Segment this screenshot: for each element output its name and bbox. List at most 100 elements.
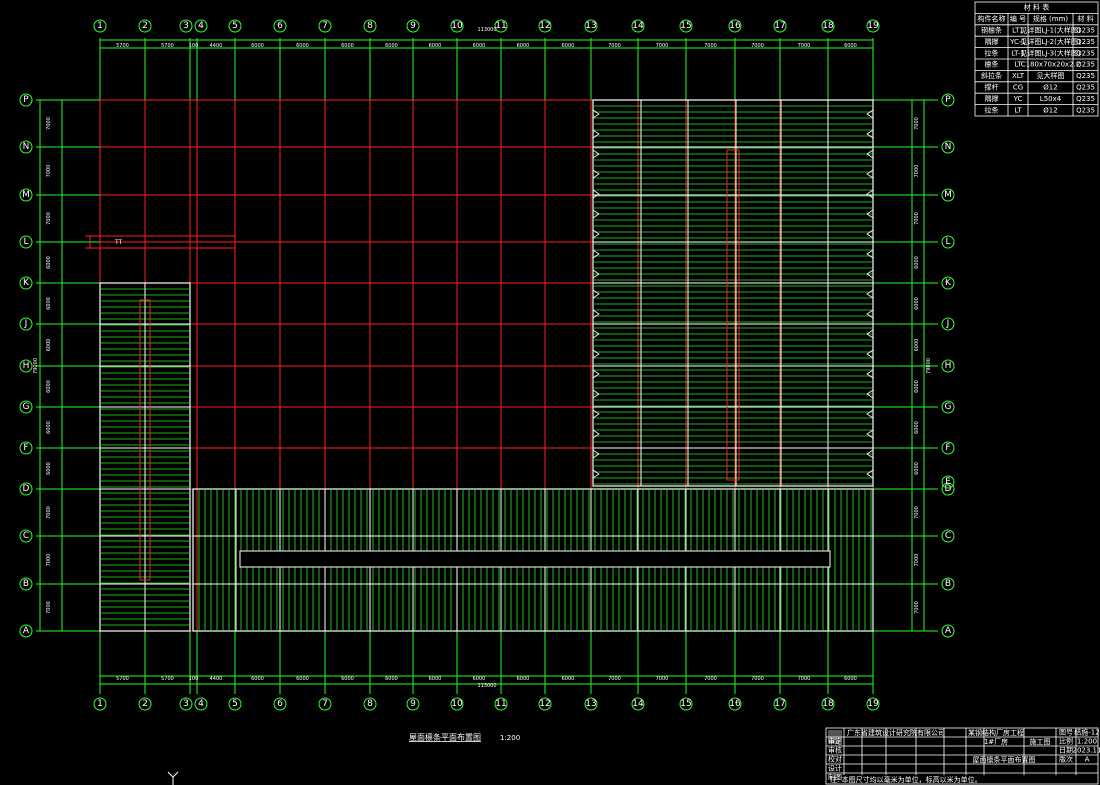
row-spacing-label: 7000: [46, 506, 52, 519]
axis-bubble: [866, 19, 880, 33]
col-spacing-label: 7000: [751, 43, 764, 49]
label-near-l: TT: [114, 239, 123, 246]
axis-bubble: [941, 482, 955, 496]
material-table-cell: LT1: [1012, 27, 1024, 35]
col-spacing-label: 5700: [161, 43, 174, 49]
axis-bubble: [631, 19, 645, 33]
axis-bubble: [584, 697, 598, 711]
axis-bubble-label: 18: [822, 21, 834, 31]
axis-bubble-label: K: [945, 278, 952, 288]
axis-bubble-label: 11: [495, 699, 506, 709]
col-spacing-label: 6000: [429, 676, 442, 682]
axis-bubble-label: B: [945, 579, 951, 589]
drawing-name: 屋面檩条平面布置图: [973, 755, 1036, 764]
axis-bubble-label: 9: [410, 699, 416, 709]
row-spacing-label: 6000: [914, 421, 920, 434]
axis-bubble-label: G: [23, 402, 30, 412]
material-table-cell: Q235: [1076, 72, 1095, 80]
axis-bubble-label: 14: [632, 21, 644, 31]
axis-bubble-label: 15: [680, 699, 691, 709]
material-table-cell: CG: [1013, 84, 1023, 92]
axis-bubble: [450, 697, 464, 711]
material-table-cell: 钢檩条: [981, 26, 1002, 35]
axis-bubble-label: 18: [822, 699, 834, 709]
material-table-cell: Q235: [1076, 61, 1095, 69]
title-right-label: 比例: [1059, 737, 1073, 746]
row-spacing-label: 6000: [914, 297, 920, 310]
roof-region-outline: [592, 99, 874, 487]
title-block: 广东省建筑设计研究院有限公司某钢结构厂房工程1#厂房屋面檩条平面布置图审定审核校…: [825, 728, 1100, 785]
roof-region-right: [592, 99, 874, 490]
material-table-cell: 拉条: [985, 105, 999, 114]
axis-bubble: [941, 235, 955, 249]
material-table-cell: YC: [1013, 95, 1023, 103]
row-spacing-label: 6000: [46, 421, 52, 434]
axis-bubble: [941, 317, 955, 331]
col-spacing-label: 6000: [562, 43, 575, 49]
col-spacing-label: 6000: [473, 676, 486, 682]
title-right-label: 图号: [1059, 729, 1073, 737]
row-spacing-label: 6000: [914, 462, 920, 475]
axis-bubble: [941, 441, 955, 455]
col-spacing-label: 6000: [251, 43, 264, 49]
company-name: 广东省建筑设计研究院有限公司: [847, 728, 945, 737]
axis-bubble-label: 1: [97, 699, 103, 709]
material-table-cell: L50x4: [1040, 95, 1062, 103]
axis-bubble-label: H: [23, 361, 30, 371]
col-spacing-label: 7000: [751, 676, 764, 682]
axis-bubble: [941, 400, 955, 414]
material-table-cell: Ø12: [1043, 106, 1057, 114]
axis-bubble-label: F: [23, 443, 28, 453]
col-spacing-label: 7000: [798, 43, 811, 49]
material-table-cell: YC-1: [1009, 38, 1026, 46]
brace-mark: [592, 389, 874, 399]
title-footer-note: 注: 本图尺寸均以毫米为单位，标高以米为单位。: [830, 775, 982, 784]
ridge-strip: [139, 299, 151, 581]
axis-bubble-label: 5: [232, 21, 238, 31]
material-table-header: 编 号: [1010, 14, 1026, 23]
axis-bubble-label: 10: [451, 699, 463, 709]
axis-bubble-label: 7: [322, 699, 328, 709]
axis-bubble: [679, 19, 693, 33]
axis-bubble-label: 4: [198, 699, 204, 709]
roof-region-bottom: [192, 488, 874, 632]
axis-bubble-label: 10: [451, 21, 463, 31]
brace-mark: [592, 409, 874, 419]
axis-bubble-label: A: [945, 626, 952, 636]
ridge-strip: [239, 550, 831, 568]
axis-bubble-label: 6: [277, 21, 283, 31]
brace-mark: [592, 109, 874, 119]
material-table-cell: 撑杆: [985, 83, 999, 92]
axis-bubble: [19, 93, 33, 107]
brace-mark: [592, 169, 874, 179]
title-left-label: 校对: [828, 755, 842, 764]
col-spacing-label: 6000: [341, 43, 354, 49]
col-spacing-label: 6000: [341, 676, 354, 682]
col-spacing-label: 6000: [844, 676, 857, 682]
total-dim-top: 113000: [477, 27, 496, 33]
axis-bubble-label: D: [23, 484, 30, 494]
row-spacing-label: 6000: [46, 297, 52, 310]
brace-mark: [592, 429, 874, 439]
sub-project: 1#厂房: [984, 737, 1008, 746]
col-spacing-label: 7000: [656, 43, 669, 49]
axis-bubble: [19, 577, 33, 591]
axis-bubble: [406, 697, 420, 711]
material-table-cell: 见详图LJ-3(大样图): [1020, 48, 1080, 57]
total-rows-dim: 79000: [33, 358, 39, 374]
axis-bubble-label: P: [945, 95, 951, 105]
brace-mark: [592, 329, 874, 339]
axis-bubble-label: K: [23, 278, 30, 288]
axis-bubble-label: B: [23, 579, 29, 589]
drawing-title: 屋面檩条平面布置图: [409, 732, 481, 742]
axis-bubble-label: N: [945, 142, 952, 152]
material-table-cell: 隅撑: [985, 94, 999, 103]
axis-bubble-label: 19: [867, 21, 879, 31]
row-spacing-label: 6000: [914, 380, 920, 393]
title-right-label: 版次: [1059, 755, 1073, 764]
axis-bubble-label: 17: [774, 21, 785, 31]
axis-bubble-label: 8: [367, 21, 373, 31]
axis-bubble: [363, 19, 377, 33]
axis-bubble-label: 3: [183, 21, 189, 31]
axis-bubble: [19, 276, 33, 290]
